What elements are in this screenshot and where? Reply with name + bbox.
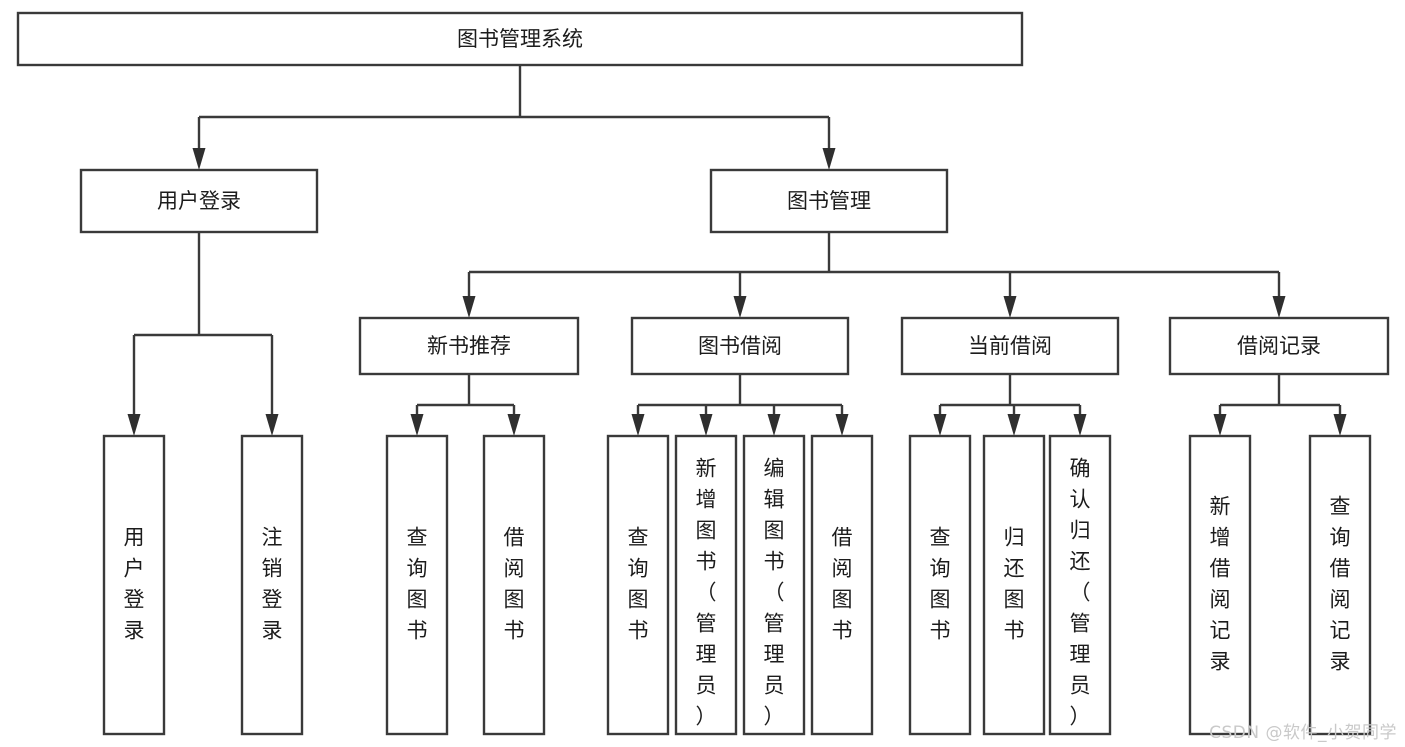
leaf-node-label: 用户登录 bbox=[124, 526, 145, 643]
leaf-node-10[interactable]: 归还图书 bbox=[982, 434, 1046, 736]
leaf-node-box[interactable] bbox=[240, 434, 304, 736]
root-node-box[interactable] bbox=[16, 11, 1024, 67]
level2-node-box[interactable] bbox=[630, 316, 850, 376]
leaf-node-label: 编辑图书（管理员） bbox=[764, 457, 785, 729]
leaf-node-label: 注销登录 bbox=[262, 526, 283, 643]
level1-node-label: 图书管理 bbox=[787, 189, 871, 213]
leaf-node-box[interactable] bbox=[1308, 434, 1372, 736]
leaf-node-box[interactable] bbox=[1048, 434, 1112, 736]
leaf-node-13[interactable]: 查询借阅记录 bbox=[1308, 434, 1372, 736]
level1-node-box[interactable] bbox=[709, 168, 949, 234]
level1-node-box[interactable] bbox=[79, 168, 319, 234]
leaf-node-12[interactable]: 新增借阅记录 bbox=[1188, 434, 1252, 736]
leaf-node-box[interactable] bbox=[982, 434, 1046, 736]
root-node-label: 图书管理系统 bbox=[457, 27, 583, 51]
leaf-node-box[interactable] bbox=[482, 434, 546, 736]
leaf-node-box[interactable] bbox=[1188, 434, 1252, 736]
leaf-node-label: 归还图书 bbox=[1004, 526, 1025, 643]
leaf-node-5[interactable]: 查询图书 bbox=[606, 434, 670, 736]
leaf-node-box[interactable] bbox=[385, 434, 449, 736]
connectors-layer bbox=[127, 65, 1347, 436]
level2-node-label: 新书推荐 bbox=[427, 334, 511, 358]
connector-bookmgmt-to-level2 bbox=[462, 232, 1286, 318]
leaf-node-box[interactable] bbox=[674, 434, 738, 736]
leaf-node-box[interactable] bbox=[606, 434, 670, 736]
leaf-node-label: 查询图书 bbox=[407, 526, 428, 643]
leaf-node-4[interactable]: 借阅图书 bbox=[482, 434, 546, 736]
leaf-node-7[interactable]: 编辑图书（管理员） bbox=[742, 434, 806, 736]
level1-node-label: 用户登录 bbox=[157, 189, 241, 213]
level2-node-label: 当前借阅 bbox=[968, 334, 1052, 358]
connector-newbook-to-leaves bbox=[410, 374, 521, 436]
leaf-node-box[interactable] bbox=[742, 434, 806, 736]
watermark-label: CSDN @软件_小贺同学 bbox=[1209, 723, 1397, 743]
level1-node-2[interactable]: 图书管理 bbox=[709, 168, 949, 234]
leaf-node-label: 确认归还（管理员） bbox=[1070, 457, 1091, 729]
leaf-node-9[interactable]: 查询图书 bbox=[908, 434, 972, 736]
level2-node-label: 借阅记录 bbox=[1237, 334, 1321, 358]
level2-node-1[interactable]: 新书推荐 bbox=[358, 316, 580, 376]
leaf-node-label: 查询图书 bbox=[628, 526, 649, 643]
leaf-node-11[interactable]: 确认归还（管理员） bbox=[1048, 434, 1112, 736]
level2-node-box[interactable] bbox=[1168, 316, 1390, 376]
leaf-node-label: 查询借阅记录 bbox=[1330, 495, 1351, 674]
root-node-1[interactable]: 图书管理系统 bbox=[16, 11, 1024, 67]
leaf-node-label: 借阅图书 bbox=[832, 526, 853, 643]
level1-node-1[interactable]: 用户登录 bbox=[79, 168, 319, 234]
connector-root-to-level1 bbox=[192, 65, 836, 170]
nodes-layer: 图书管理系统用户登录图书管理新书推荐图书借阅当前借阅借阅记录用户登录注销登录查询… bbox=[16, 11, 1390, 736]
leaf-node-1[interactable]: 用户登录 bbox=[102, 434, 166, 736]
leaf-node-3[interactable]: 查询图书 bbox=[385, 434, 449, 736]
leaf-node-6[interactable]: 新增图书（管理员） bbox=[674, 434, 738, 736]
leaf-node-label: 借阅图书 bbox=[504, 526, 525, 643]
leaf-node-box[interactable] bbox=[102, 434, 166, 736]
level2-node-4[interactable]: 借阅记录 bbox=[1168, 316, 1390, 376]
leaf-node-2[interactable]: 注销登录 bbox=[240, 434, 304, 736]
level2-node-label: 图书借阅 bbox=[698, 334, 782, 358]
level2-node-3[interactable]: 当前借阅 bbox=[900, 316, 1120, 376]
leaf-node-label: 查询图书 bbox=[930, 526, 951, 643]
level2-node-box[interactable] bbox=[900, 316, 1120, 376]
leaf-node-box[interactable] bbox=[908, 434, 972, 736]
connector-userlogin-to-leaves bbox=[127, 232, 279, 436]
leaf-node-box[interactable] bbox=[810, 434, 874, 736]
level2-node-2[interactable]: 图书借阅 bbox=[630, 316, 850, 376]
leaf-node-label: 新增借阅记录 bbox=[1210, 495, 1231, 674]
level2-node-box[interactable] bbox=[358, 316, 580, 376]
connector-current-to-leaves bbox=[933, 374, 1087, 436]
connector-record-to-leaves bbox=[1213, 374, 1347, 436]
connector-borrow-to-leaves bbox=[631, 374, 849, 436]
leaf-node-label: 新增图书（管理员） bbox=[696, 457, 717, 729]
leaf-node-8[interactable]: 借阅图书 bbox=[810, 434, 874, 736]
